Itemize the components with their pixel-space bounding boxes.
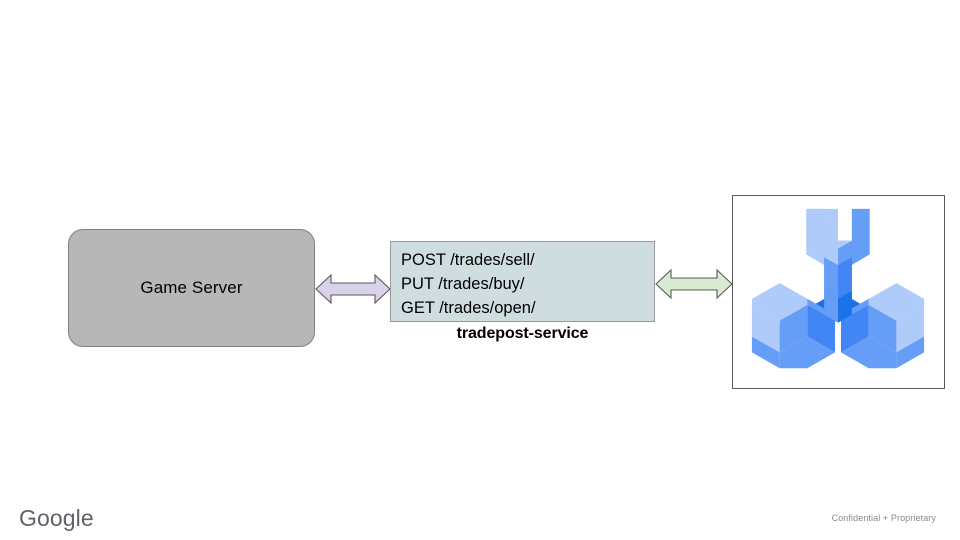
double-arrow-icon [655, 268, 733, 300]
node-game-server[interactable]: Game Server [68, 229, 315, 347]
google-logo: Google [19, 505, 94, 531]
node-tradepost-service-caption: tradepost-service [456, 325, 589, 342]
cloud-tools-icon [751, 208, 925, 369]
endpoint-line-post: POST /trades/sell/ [401, 251, 535, 269]
node-tools-image[interactable] [732, 195, 945, 389]
double-arrow-icon [315, 273, 391, 305]
connector-game-server-to-service[interactable] [315, 268, 391, 310]
endpoint-line-get: GET /trades/open/ [401, 299, 536, 317]
node-tradepost-service[interactable]: POST /trades/sell/ PUT /trades/buy/ GET … [390, 241, 655, 322]
connector-service-to-tools[interactable] [655, 263, 733, 305]
confidentiality-notice: Confidential + Proprietary [831, 513, 936, 523]
endpoint-line-put: PUT /trades/buy/ [401, 275, 525, 293]
node-game-server-label: Game Server [140, 277, 243, 297]
